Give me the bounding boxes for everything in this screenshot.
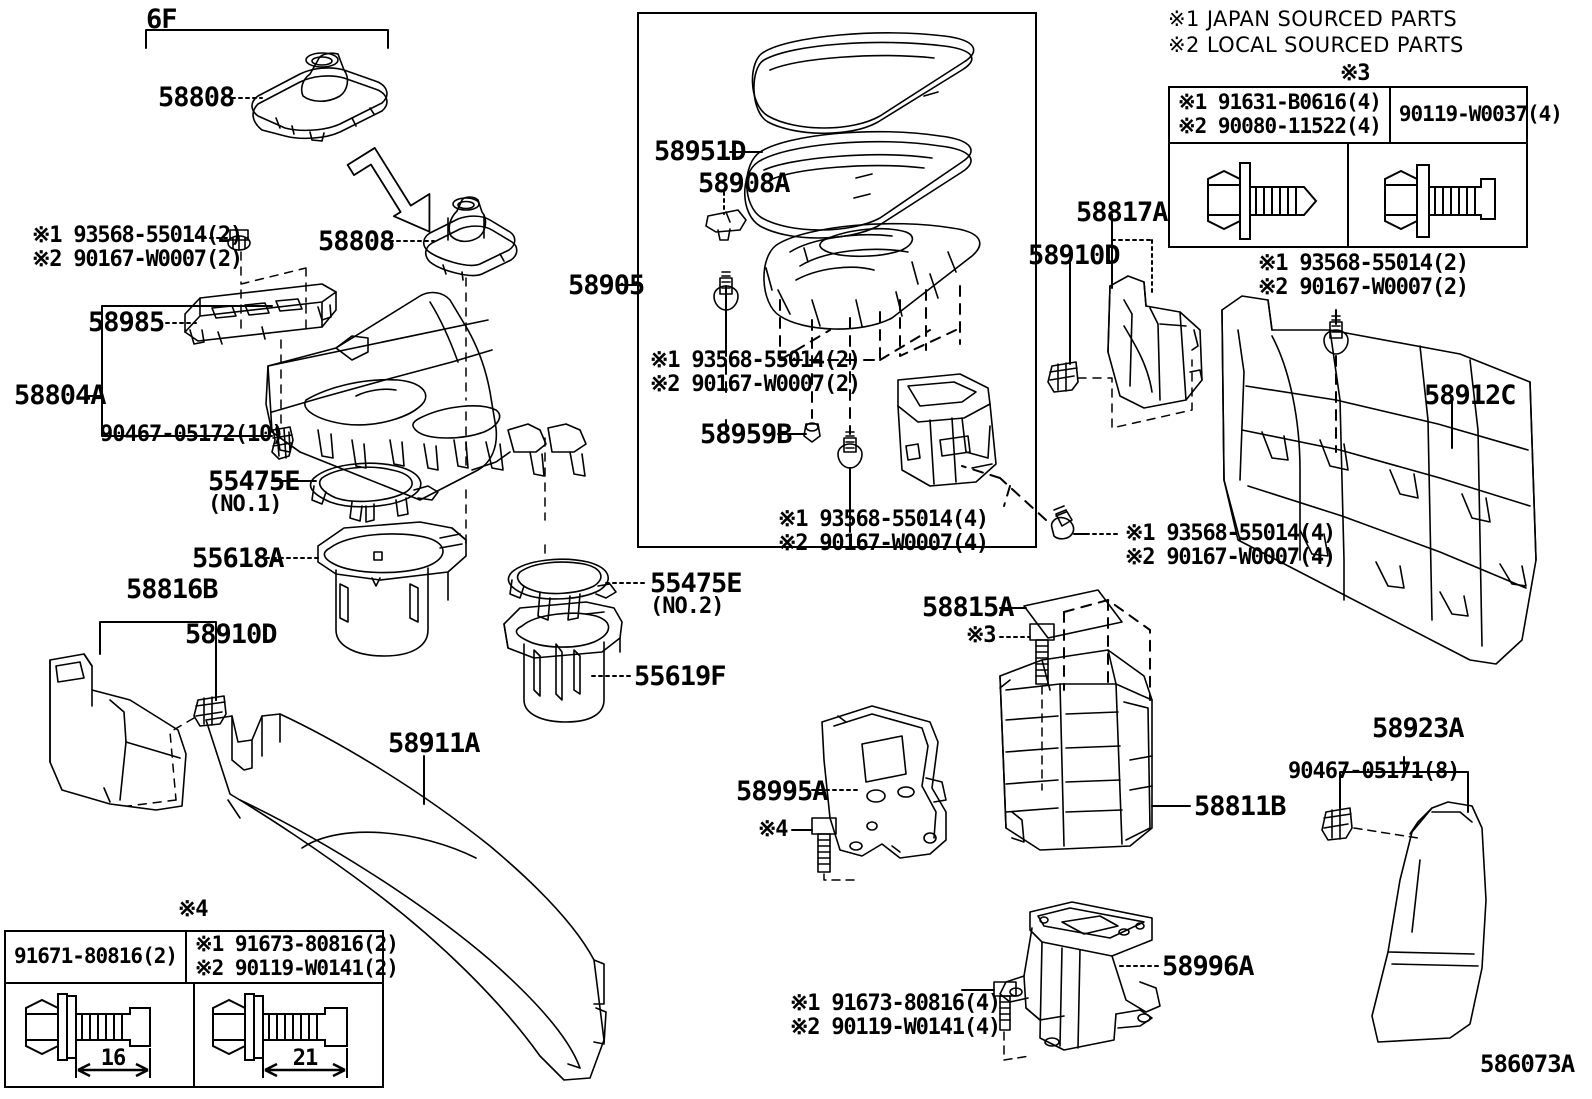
art-console-bracket-rear	[999, 901, 1161, 1051]
art-cupholder-ring-no1	[309, 462, 439, 523]
callout-shift-boot-screws-line2: ※2 90167-W0007(2)	[32, 247, 243, 272]
legend-mark4-left-art: 16	[6, 984, 193, 1088]
label-58908a: 58908A	[698, 168, 791, 199]
art-console-rear-duct	[1107, 275, 1203, 409]
label-58911a: 58911A	[388, 728, 481, 759]
legend-mark4-right-dimension: 21	[292, 1046, 317, 1071]
label-58951d: 58951D	[654, 136, 747, 167]
label-90467-05171: 90467-05171(8)	[1288, 759, 1460, 784]
label-58910d-left: 58910D	[185, 619, 278, 650]
label-90467-05172: 90467-05172(10)	[100, 422, 285, 447]
art-console-box-body	[999, 649, 1153, 851]
legend-mark3-right-line1: 90119-W0037(4)	[1398, 102, 1563, 127]
art-bolt-mark3	[1029, 623, 1055, 685]
hex-flange-bolt-icon	[1206, 162, 1317, 240]
label-58811b: 58811B	[1194, 791, 1287, 822]
art-console-rear-clip	[1321, 807, 1353, 841]
legend-mark4-right-line1: ※1 91673-80816(2)	[195, 932, 399, 957]
art-shift-boot-lower	[422, 196, 518, 281]
flange-bolt-16mm-icon: 16	[24, 993, 151, 1078]
art-clip-leader-left	[127, 717, 195, 807]
label-58905: 58905	[568, 270, 645, 301]
label-58985: 58985	[88, 307, 165, 338]
armrest-group-box	[637, 12, 1037, 548]
art-console-bracket-front	[821, 705, 947, 859]
label-58995a: 58995A	[736, 776, 829, 807]
callout-rear-bracket-bolts-line2: ※2 90119-W0141(4)	[790, 1015, 1001, 1040]
art-console-mat	[1023, 589, 1123, 639]
art-console-rear-garnish	[1371, 801, 1487, 1043]
note-local-sourced: ※2 LOCAL SOURCED PARTS	[1168, 33, 1464, 57]
legend-mark3-left-line1: ※1 91631-B0616(4)	[1178, 90, 1382, 115]
art-cup-insert-lower	[503, 601, 623, 723]
art-bolt-mark4	[811, 817, 837, 873]
hex-washer-bolt-icon	[1383, 164, 1496, 238]
callout-armrest-screws-2-line2: ※2 90167-W0007(2)	[650, 372, 861, 397]
ref-mark3-bolt: ※3	[966, 623, 996, 648]
legend-table-mark4-header: 91671-80816(2) ※1 91673-80816(2) ※2 9011…	[6, 932, 399, 984]
label-58959b: 58959B	[700, 419, 793, 450]
legend-top-right-marker: ※3	[1340, 61, 1370, 86]
legend-mark3-left-label: ※1 91631-B0616(4) ※2 90080-11522(4)	[1170, 88, 1389, 142]
art-screw-side-panel-right	[1323, 315, 1349, 355]
callout-armrest-screws-2-line1: ※1 93568-55014(2)	[650, 348, 861, 373]
flange-bolt-21mm-icon: 21	[211, 993, 348, 1078]
label-55475e-no1-sub: (NO.1)	[208, 492, 282, 517]
label-58808-upper: 58808	[158, 82, 235, 113]
legend-mark3-right-art	[1347, 144, 1526, 246]
legend-mark3-left-art	[1170, 144, 1347, 246]
label-58923a: 58923A	[1372, 713, 1465, 744]
note-japan-sourced: ※1 JAPAN SOURCED PARTS	[1168, 7, 1458, 31]
label-58912c: 58912C	[1424, 380, 1517, 411]
figure-number: 586073A	[1480, 1050, 1575, 1078]
art-shift-boot-upper	[251, 52, 388, 142]
label-58816b: 58816B	[126, 574, 219, 605]
legend-table-mark4-art-row: 16 21	[6, 984, 382, 1088]
callout-console-box-screws-4-line2: ※2 90167-W0007(4)	[1125, 545, 1336, 570]
legend-bottom-left-marker: ※4	[178, 897, 208, 922]
label-55475e-no2: 55475E	[650, 568, 743, 599]
callout-armrest-screws-4-line1: ※1 93568-55014(4)	[778, 507, 989, 532]
legend-table-mark3-art-row	[1170, 144, 1526, 246]
callout-rear-bracket-bolts-line1: ※1 91673-80816(4)	[790, 991, 1001, 1016]
art-upper-panel-garnish	[184, 283, 337, 345]
label-58817a: 58817A	[1076, 197, 1169, 228]
label-58808-lower: 58808	[318, 226, 395, 257]
label-58910d-rear: 58910D	[1028, 240, 1121, 271]
legend-mark4-right-line2: ※2 90119-W0141(2)	[195, 956, 399, 980]
label-55618a: 55618A	[192, 543, 285, 574]
legend-table-mark3: ※1 91631-B0616(4) ※2 90080-11522(4) 9011…	[1168, 86, 1563, 248]
legend-mark4-left-line1: 91671-80816(2)	[14, 944, 178, 969]
group-marker-6f: 6F	[146, 4, 178, 35]
art-cupholder-ring-no2	[507, 558, 617, 621]
art-console-clip-left	[193, 695, 227, 727]
art-cupholder-insert	[317, 521, 467, 657]
art-console-clip-rear	[1047, 361, 1079, 393]
legend-mark4-left-label: 91671-80816(2)	[6, 932, 185, 982]
ref-mark4-bolt: ※4	[758, 817, 788, 842]
legend-mark4-right-label: ※1 91673-80816(2) ※2 90119-W0141(2)	[185, 932, 406, 982]
legend-mark3-right-label: 90119-W0037(4)	[1388, 88, 1570, 142]
legend-mark3-left-line2: ※2 90080-11522(4)	[1178, 114, 1382, 138]
label-58804a: 58804A	[14, 380, 107, 411]
art-screw-console-box	[1050, 505, 1075, 540]
label-58815a: 58815A	[922, 592, 1015, 623]
legend-mark4-left-dimension: 16	[100, 1046, 125, 1071]
callout-side-panel-screws-2-line2: ※2 90167-W0007(2)	[1258, 275, 1469, 300]
callout-console-box-screws-4-line1: ※1 93568-55014(4)	[1125, 521, 1336, 546]
label-55619f: 55619F	[634, 661, 727, 692]
label-55475e-no2-sub: (NO.2)	[650, 594, 724, 619]
label-58996a: 58996A	[1162, 951, 1255, 982]
callout-armrest-screws-4-line2: ※2 90167-W0007(4)	[778, 531, 989, 556]
legend-table-mark4: 91671-80816(2) ※1 91673-80816(2) ※2 9011…	[4, 930, 399, 1088]
legend-table-mark3-header: ※1 91631-B0616(4) ※2 90080-11522(4) 9011…	[1170, 88, 1563, 144]
art-console-side-panel-right	[1221, 295, 1537, 665]
legend-mark4-right-art: 21	[193, 984, 382, 1088]
callout-shift-boot-screws-line1: ※1 93568-55014(2)	[32, 223, 243, 248]
label-55475e-no1: 55475E	[208, 466, 301, 497]
art-console-upper-panel	[265, 291, 587, 501]
callout-side-panel-screws-2-line1: ※1 93568-55014(2)	[1258, 251, 1469, 276]
art-console-side-panel-left	[49, 653, 187, 811]
